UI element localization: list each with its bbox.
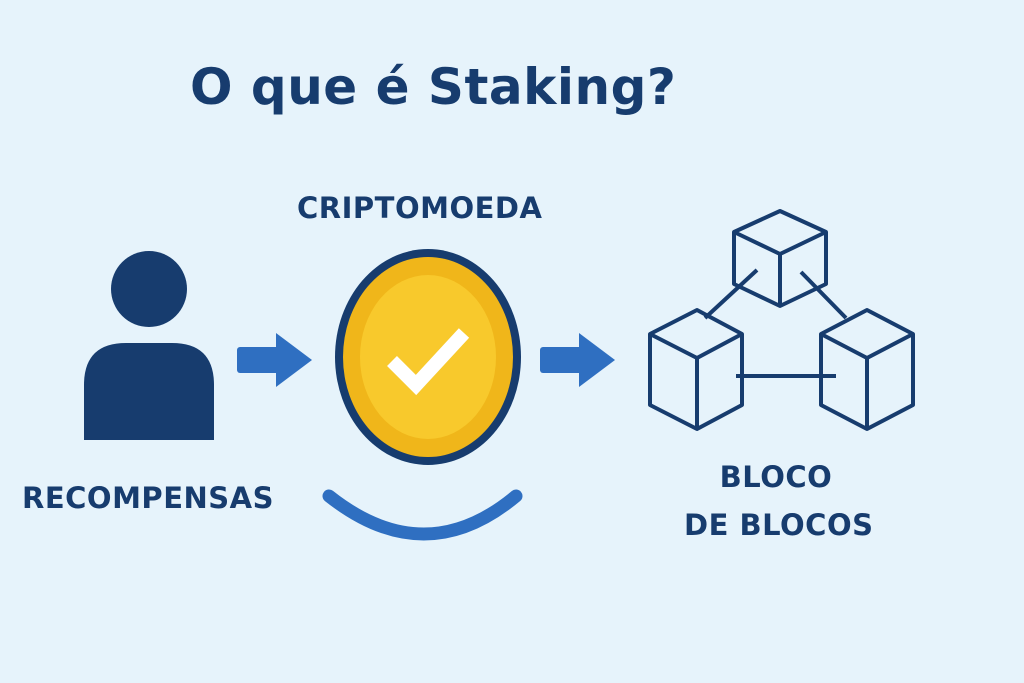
crypto-label: CRIPTOMOEDA [297,191,543,225]
blockchain-cubes-icon [648,209,915,431]
rewards-label: RECOMPENSAS [22,481,274,515]
coin-check-icon [335,249,521,465]
cube-top [732,209,828,308]
block-label-line2: DE BLOCOS [684,508,874,542]
curve-arc [322,489,523,541]
user-icon [84,251,214,440]
arrow-right-icon [540,333,615,387]
cube-right [819,308,915,431]
cube-left [648,308,744,431]
page-title: O que é Staking? [190,58,677,116]
block-label-line1: BLOCO [719,460,833,494]
arrow-right-icon [237,333,312,387]
